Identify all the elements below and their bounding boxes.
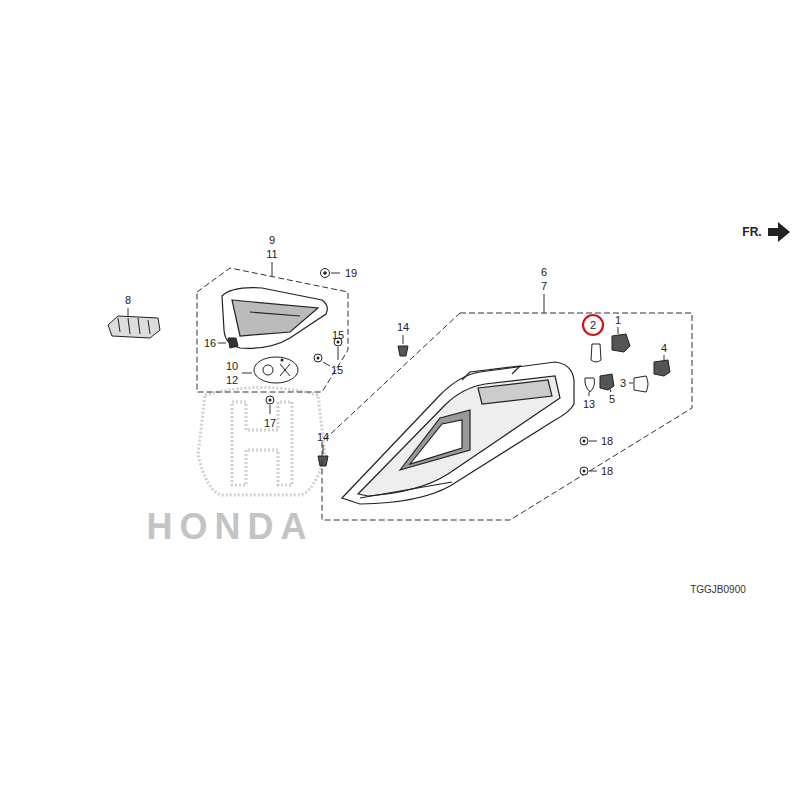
- callout-number: 3: [620, 378, 626, 389]
- callout-number: 9: [269, 235, 275, 246]
- connector-part: [108, 316, 160, 338]
- brand-watermark: HONDA: [147, 509, 314, 545]
- callout-number: 1: [615, 315, 621, 326]
- group-outline: [197, 268, 348, 392]
- brake-light: [222, 288, 327, 349]
- callout-number: 16: [204, 338, 216, 349]
- callout-number: 15: [331, 365, 343, 376]
- callout-number: 19: [345, 268, 357, 279]
- callout-number: 13: [583, 399, 595, 410]
- callout-number: 18: [601, 466, 613, 477]
- diagram-code: TGGJB0900: [690, 585, 746, 595]
- callout-number: 8: [125, 295, 131, 306]
- highlight-ring: [583, 315, 603, 335]
- callout-number: 11: [266, 249, 277, 260]
- callout-number: 6: [541, 267, 547, 278]
- logo-watermark: [198, 388, 325, 496]
- callout-number: 5: [609, 394, 615, 405]
- callout-number: 17: [264, 418, 276, 429]
- callout-number: 12: [226, 375, 238, 386]
- callout-number: 15: [332, 330, 344, 341]
- callout-number: 4: [661, 343, 667, 354]
- front-arrow: [768, 222, 790, 242]
- direction-label: FR.: [742, 226, 761, 238]
- taillight: [342, 362, 574, 504]
- callout-number: 18: [601, 436, 613, 447]
- callout-number: 2: [590, 320, 596, 331]
- leader-line: [272, 262, 273, 276]
- callout-number: 7: [541, 281, 547, 292]
- callout-number: 14: [317, 432, 329, 443]
- callout-number: 14: [397, 322, 409, 333]
- group-outline: [322, 313, 692, 520]
- callout-number: 10: [226, 361, 238, 372]
